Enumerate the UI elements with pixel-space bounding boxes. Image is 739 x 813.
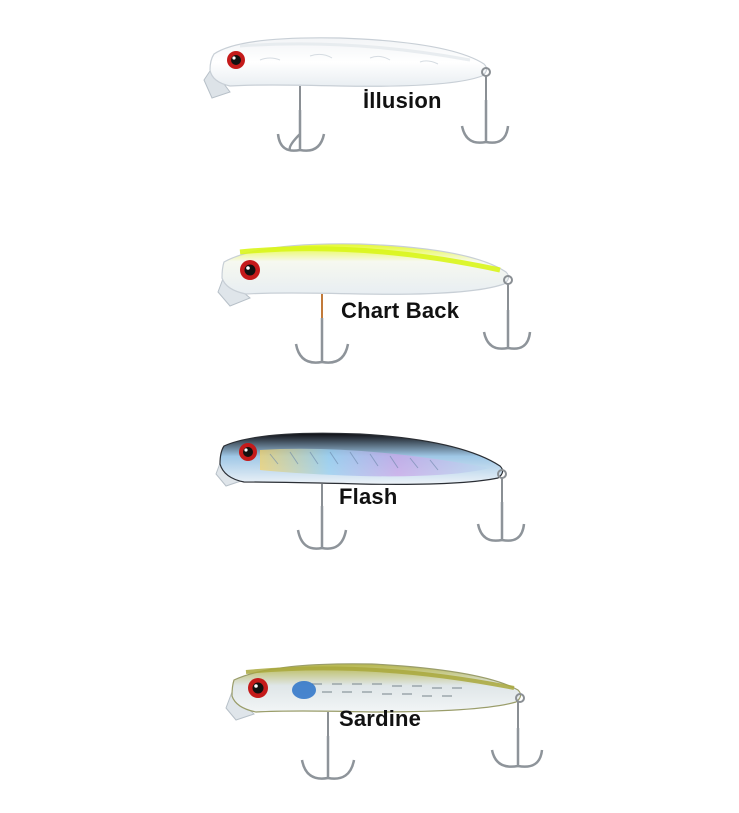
lure-sardine-image xyxy=(225,663,544,780)
lure-chart-back-label: Chart Back xyxy=(341,298,460,323)
lure-flash-label: Flash xyxy=(339,484,398,509)
lure-sardine: Sardine xyxy=(0,656,739,796)
lure-illusion-label: İllusion xyxy=(363,88,442,113)
lure-sardine-label: Sardine xyxy=(339,706,422,731)
lure-illusion-image xyxy=(203,37,510,152)
lure-chart-back-image xyxy=(217,243,532,364)
lure-chart-back: Chart Back xyxy=(0,234,739,374)
lure-flash-image xyxy=(215,432,526,550)
lure-illusion: İllusion xyxy=(0,30,739,160)
lure-flash: Flash xyxy=(0,430,739,560)
